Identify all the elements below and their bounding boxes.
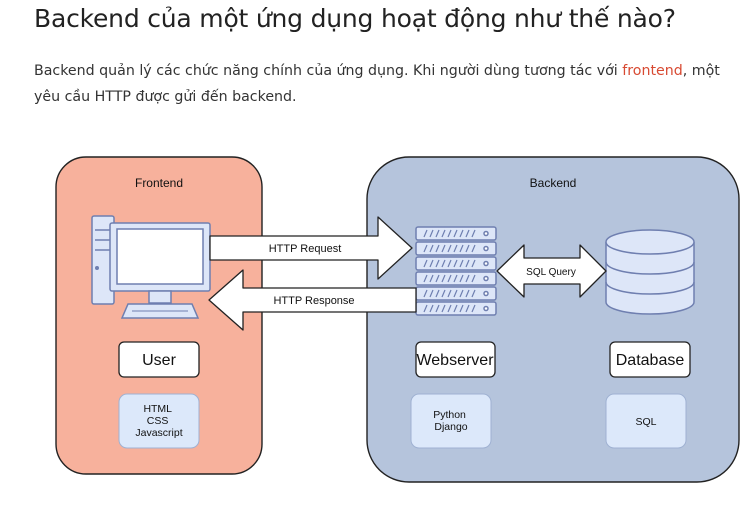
intro-paragraph: Backend quản lý các chức năng chính của … (34, 58, 746, 110)
http-response-arrow: HTTP Response (208, 269, 417, 331)
webserver-node-label: Webserver (416, 352, 494, 369)
database-icon (605, 229, 695, 315)
user-node (118, 341, 200, 378)
frontend-link[interactable]: frontend (622, 63, 683, 79)
webserver-tech-box (410, 393, 492, 449)
database-node (609, 341, 691, 378)
frontend-tech-item: CSS (147, 415, 169, 427)
intro-text-end: , một yêu cầu HTTP được gửi đến backend. (34, 63, 720, 105)
database-tech-label: SQL (635, 416, 656, 428)
frontend-tech-box (118, 393, 200, 449)
webserver-node (415, 341, 496, 378)
frontend-tech-item: Javascript (135, 427, 182, 439)
page-title: Backend của một ứng dụng hoạt động như t… (34, 4, 676, 33)
backend-title: Backend (530, 176, 577, 190)
database-tech-box (605, 393, 687, 449)
webserver-tech-item: Django (434, 421, 467, 433)
http-request-arrow: HTTP Request (209, 216, 413, 280)
sql-query-arrow: SQL Query (496, 244, 607, 298)
database-node-label: Database (616, 352, 685, 369)
frontend-tech-item: HTML (143, 403, 172, 415)
http-request-label: HTTP Request (269, 243, 342, 255)
frontend-title: Frontend (135, 176, 183, 190)
server-rack-icon (415, 226, 497, 316)
http-response-label: HTTP Response (273, 295, 354, 307)
intro-text: Backend quản lý các chức năng chính của … (34, 63, 623, 79)
sql-query-label: SQL Query (526, 267, 576, 278)
user-node-label: User (142, 352, 176, 369)
webserver-tech-item: Python (433, 409, 466, 421)
desktop-computer-icon (91, 215, 211, 319)
frontend-tech-label: HTML CSS Javascript (135, 403, 182, 439)
webserver-tech-label: Python Django (433, 409, 469, 433)
